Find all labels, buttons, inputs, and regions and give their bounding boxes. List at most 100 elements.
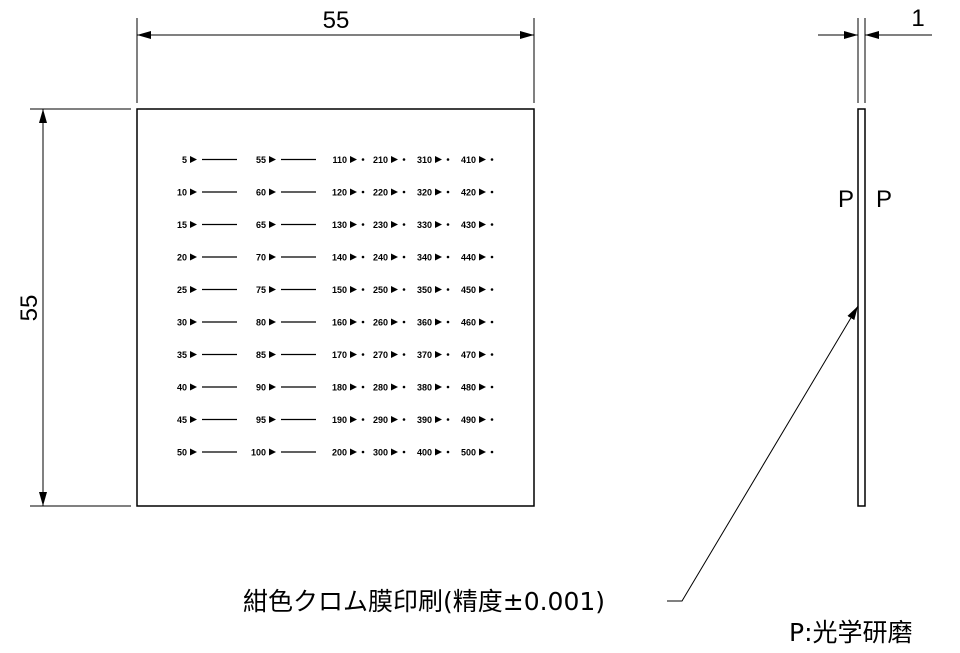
- scale-pointer: [391, 253, 398, 261]
- scale-value: 120: [332, 188, 347, 198]
- scale-value: 210: [373, 155, 388, 165]
- scale-value: 410: [461, 155, 476, 165]
- scale-value: 450: [461, 285, 476, 295]
- scale-entry: 20: [177, 253, 237, 263]
- scale-entry: 80: [256, 318, 316, 328]
- scale-value: 25: [177, 285, 187, 295]
- scale-dot-mark: [361, 353, 365, 356]
- scale-pointer: [435, 448, 442, 456]
- polish-mark-right: P: [876, 186, 892, 213]
- scale-dot-mark: [490, 255, 494, 259]
- scale-value: 360: [417, 318, 432, 328]
- scale-dot-mark: [361, 288, 365, 291]
- scale-entry: 340: [417, 253, 450, 263]
- scale-entry: 390: [417, 415, 450, 425]
- scale-value: 350: [417, 285, 432, 295]
- height-dimension: 55: [16, 108, 131, 507]
- scale-entry: 400: [417, 448, 450, 458]
- scale-pointer: [391, 351, 398, 358]
- scale-entry: 270: [373, 350, 406, 360]
- scale-pointer: [435, 156, 442, 163]
- scale-pointer: [190, 286, 197, 293]
- scale-pointer: [435, 351, 442, 358]
- scale-entry: 190: [332, 415, 365, 425]
- scale-dot-mark: [446, 320, 450, 324]
- side-view: 1 P P: [818, 5, 932, 507]
- scale-dot-mark: [446, 385, 450, 389]
- scale-pointer: [269, 383, 276, 391]
- scale-pointer: [190, 253, 197, 261]
- scale-value: 390: [417, 415, 432, 425]
- scale-dot-mark: [446, 450, 450, 454]
- scale-pointer: [391, 156, 398, 163]
- scale-value: 420: [461, 188, 476, 198]
- scale-value: 30: [177, 318, 187, 328]
- scale-value: 5: [182, 155, 187, 165]
- scale-pointer: [479, 286, 486, 293]
- scale-value: 320: [417, 188, 432, 198]
- scale-dot-mark: [402, 288, 406, 291]
- scale-entry: 260: [373, 318, 406, 328]
- scale-dot-mark: [361, 190, 365, 194]
- scale-value: 75: [256, 285, 266, 295]
- scale-entry: 330: [417, 220, 450, 230]
- scale-entry: 210: [373, 155, 406, 165]
- scale-dot-mark: [490, 158, 494, 161]
- print-note: 紺色クロム膜印刷(精度±0.001): [243, 587, 605, 616]
- scale-pointer: [435, 383, 442, 391]
- scale-entry: 240: [373, 253, 406, 263]
- plate-outline: [136, 108, 535, 507]
- scale-value: 500: [461, 448, 476, 458]
- scale-dot-mark: [446, 418, 450, 421]
- scale-value: 100: [251, 448, 266, 458]
- scale-pointer: [391, 416, 398, 423]
- scale-value: 490: [461, 415, 476, 425]
- scale-dot-mark: [446, 223, 450, 226]
- scale-value: 45: [177, 415, 187, 425]
- scale-dot-mark: [361, 450, 365, 454]
- plate-edge: [857, 108, 866, 507]
- scale-entry: 90: [256, 383, 316, 393]
- scale-entry: 350: [417, 285, 450, 295]
- scale-entry: 220: [373, 188, 406, 198]
- scale-pointer: [350, 448, 357, 456]
- scale-dot-mark: [446, 190, 450, 194]
- scale-value: 400: [417, 448, 432, 458]
- scale-entry: 480: [461, 383, 494, 393]
- scale-dot-mark: [402, 190, 406, 194]
- scale-entry: 25: [177, 285, 237, 295]
- scale-value: 140: [332, 253, 347, 263]
- scale-pointer: [435, 416, 442, 423]
- printed-scale: 5101520253035404550556065707580859095100…: [177, 155, 494, 458]
- scale-value: 60: [256, 188, 266, 198]
- scale-value: 280: [373, 383, 388, 393]
- scale-entry: 100: [251, 448, 316, 458]
- width-dimension: 55: [136, 7, 535, 103]
- scale-entry: 110: [332, 155, 365, 165]
- scale-value: 160: [332, 318, 347, 328]
- scale-entry: 360: [417, 318, 450, 328]
- scale-entry: 500: [461, 448, 494, 458]
- width-dimension-value: 55: [323, 7, 350, 34]
- scale-pointer: [190, 318, 197, 326]
- scale-dot-mark: [490, 190, 494, 194]
- scale-value: 20: [177, 253, 187, 263]
- scale-value: 240: [373, 253, 388, 263]
- scale-entry: 65: [256, 220, 316, 230]
- scale-value: 370: [417, 350, 432, 360]
- scale-pointer: [350, 351, 357, 358]
- scale-value: 70: [256, 253, 266, 263]
- scale-dot-mark: [402, 255, 406, 259]
- scale-value: 480: [461, 383, 476, 393]
- scale-dot-mark: [490, 353, 494, 356]
- polish-legend: P:光学研磨: [789, 618, 913, 647]
- scale-value: 180: [332, 383, 347, 393]
- scale-entry: 300: [373, 448, 406, 458]
- scale-value: 85: [256, 350, 266, 360]
- scale-entry: 380: [417, 383, 450, 393]
- scale-entry: 85: [256, 350, 316, 360]
- scale-dot-mark: [490, 450, 494, 454]
- scale-value: 150: [332, 285, 347, 295]
- scale-dot-mark: [490, 223, 494, 226]
